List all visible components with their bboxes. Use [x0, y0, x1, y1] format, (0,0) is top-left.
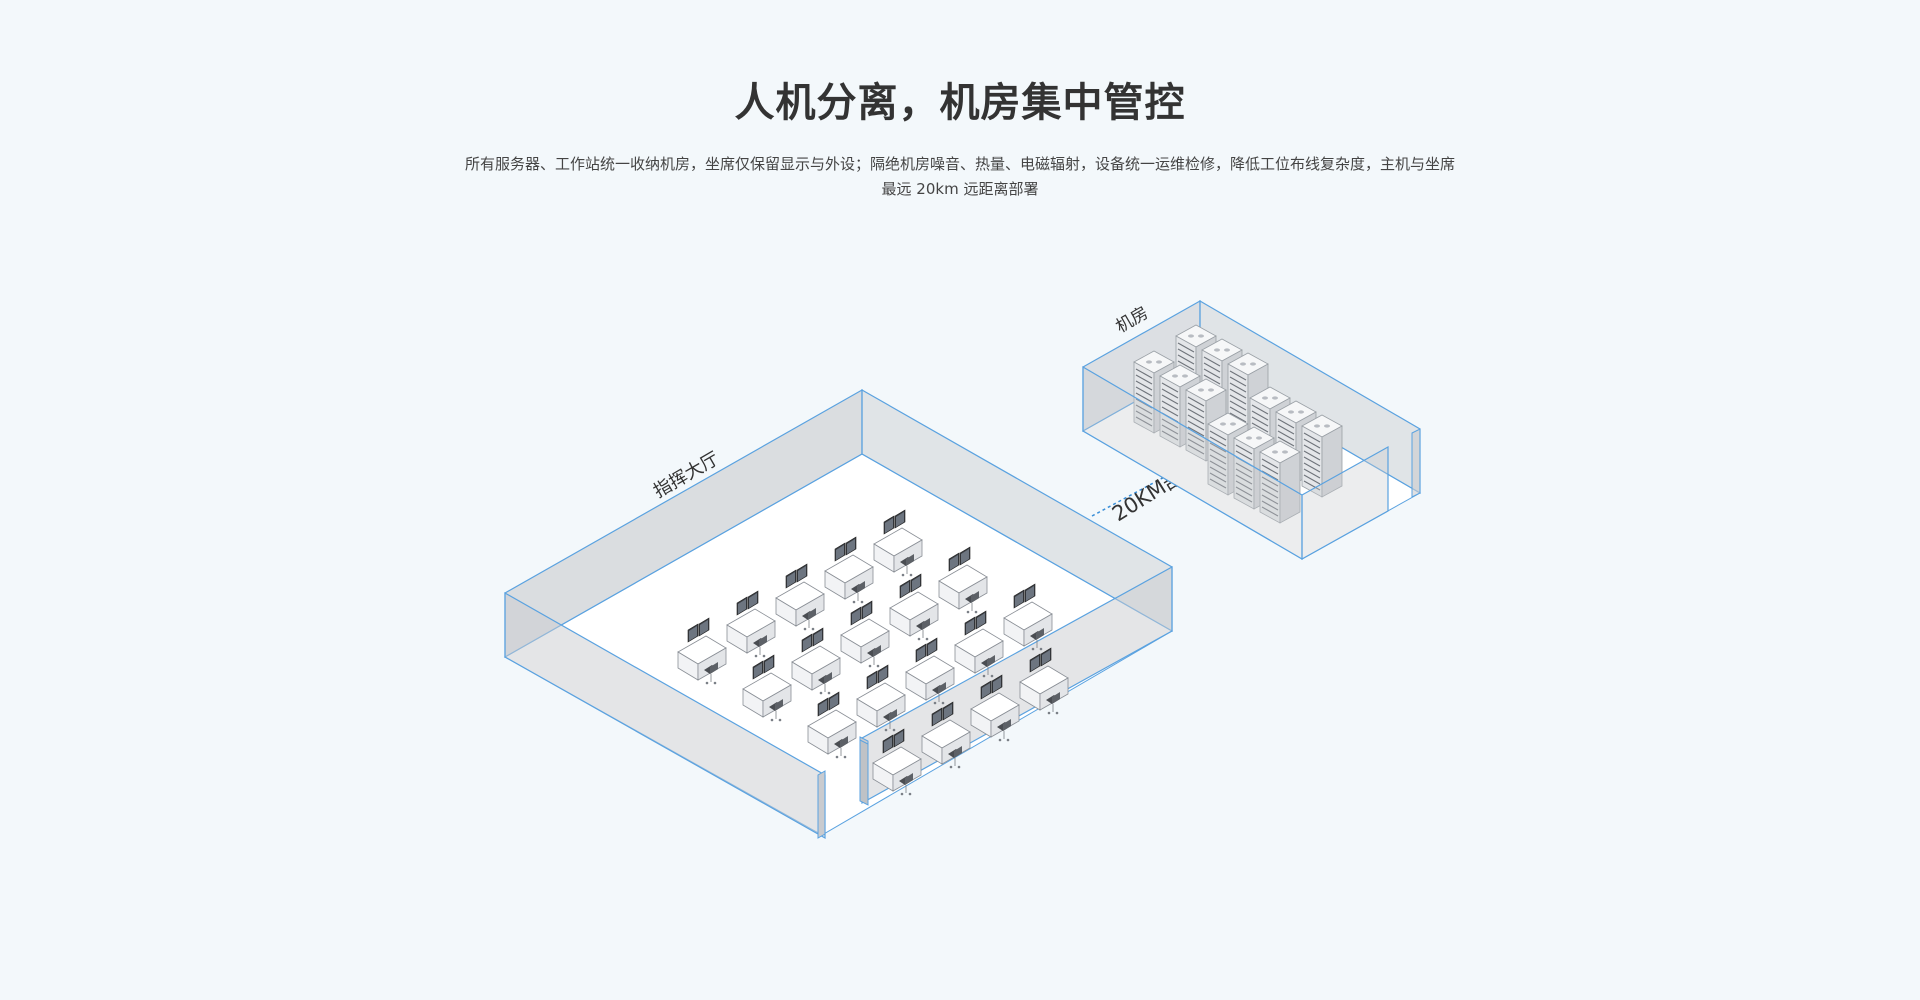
hall-door-post-mid	[859, 739, 869, 806]
workstation	[873, 509, 923, 577]
workstation	[840, 600, 890, 668]
workstation	[872, 728, 922, 796]
page-description: 所有服务器、工作站统一收纳机房，坐席仅保留显示与外设；隔绝机房噪音、热量、电磁辐…	[420, 152, 1500, 202]
description-line-1: 所有服务器、工作站统一收纳机房，坐席仅保留显示与外设；隔绝机房噪音、热量、电磁辐…	[464, 155, 1455, 173]
workstation	[1019, 647, 1069, 715]
page-title: 人机分离，机房集中管控	[734, 80, 1186, 126]
workstation	[742, 654, 792, 722]
workstation	[856, 664, 906, 732]
workstation	[775, 563, 825, 631]
workstation	[921, 701, 971, 769]
workstation	[791, 627, 841, 695]
hall-wall-front-left	[504, 591, 826, 840]
room-wall-stub	[1411, 428, 1421, 498]
server-rack	[1301, 414, 1343, 498]
workstation	[1003, 583, 1053, 651]
workstation	[938, 546, 988, 614]
command-hall: 指挥大厅	[503, 388, 1174, 840]
workstation-grid	[677, 509, 1069, 796]
workstation	[677, 617, 727, 685]
server-rack-group	[1133, 324, 1343, 524]
workstation	[807, 691, 857, 759]
workstation	[954, 610, 1004, 678]
link-line	[1091, 473, 1171, 517]
hall-door-post-left	[817, 770, 826, 839]
workstation	[905, 637, 955, 705]
workstation	[970, 674, 1020, 742]
server-rack	[1259, 440, 1301, 524]
workstation	[824, 536, 874, 604]
server-room-front	[1082, 365, 1421, 561]
workstation	[726, 590, 776, 658]
workstation	[889, 573, 939, 641]
description-line-2: 最远 20km 远距离部署	[881, 180, 1039, 198]
room-wall-front-right	[1301, 445, 1389, 561]
